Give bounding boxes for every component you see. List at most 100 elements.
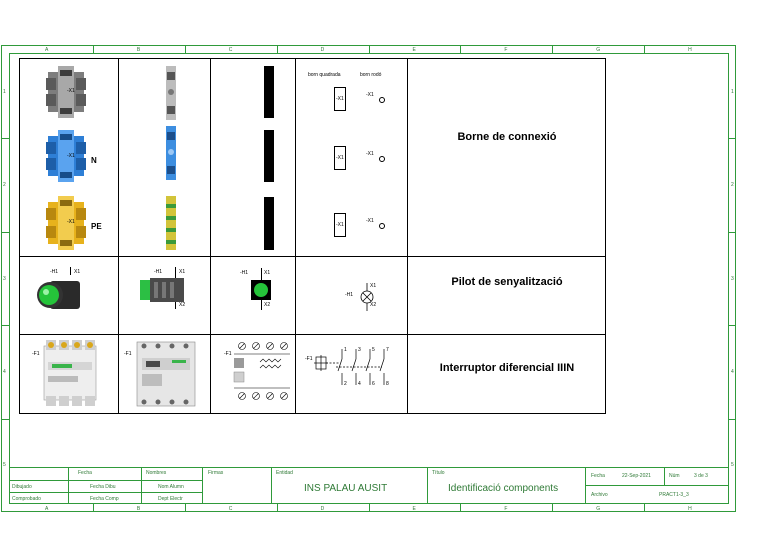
zone-row-label-left: 1 — [3, 88, 6, 95]
zone-column-label-bottom: B — [136, 506, 141, 512]
breaker-front-photo — [136, 340, 196, 408]
pilot-light-side-image — [140, 276, 188, 304]
neutral-label: N — [91, 156, 97, 165]
zone-column-label-top: G — [596, 47, 601, 53]
breaker-label: -F1 — [224, 351, 232, 357]
terminal-label: -X1 — [67, 153, 75, 159]
born-rodo-symbol — [379, 156, 385, 162]
tb-num-label: Núm — [669, 473, 680, 479]
protective-earth-label: PE — [91, 222, 102, 231]
born-quadrada-symbol — [334, 213, 346, 237]
pilot-wire — [70, 267, 71, 275]
zone-tick — [460, 45, 462, 53]
zone-tick — [1, 325, 9, 327]
tb-entidad-header: Entidad — [276, 470, 293, 476]
pilot-schematic-symbol — [359, 283, 375, 311]
zone-tick — [728, 138, 736, 140]
born-rodo-label: born rodó — [360, 72, 382, 78]
zone-row-label-left: 4 — [3, 368, 6, 375]
born-quadrada-symbol — [334, 146, 346, 170]
zone-column-label-bottom: A — [44, 506, 49, 512]
zone-column-label-bottom: H — [688, 506, 692, 512]
grid-line — [118, 58, 119, 414]
zone-column-label-top: B — [136, 47, 141, 53]
zone-tick — [1, 418, 9, 420]
group-title-pilot: Pilot de senyalització — [451, 276, 563, 288]
zone-tick — [644, 45, 646, 53]
zone-row-label-right: 3 — [731, 275, 734, 282]
terminal-label: -X1 — [366, 92, 374, 98]
born-rodo-symbol — [379, 223, 385, 229]
pilot-terminal-label: X2 — [370, 302, 377, 308]
tb-fecha-dibu: Fecha Dibu — [90, 484, 116, 490]
pilot-label: -H1 — [50, 269, 59, 275]
terminal-label: -X1 — [336, 155, 344, 161]
terminal-label: -X1 — [67, 219, 75, 225]
breaker-label: -F1 — [124, 351, 132, 357]
zone-tick — [368, 504, 370, 512]
tb-dibujado-label: Dibujado — [12, 484, 32, 490]
tb-archivo-label: Archivo — [591, 492, 608, 498]
tb-titulo-header: Título — [432, 470, 445, 476]
pilot-light-image — [34, 278, 84, 312]
zone-column-label-top: A — [44, 47, 49, 53]
zone-column-label-bottom: E — [412, 506, 416, 512]
tb-firmas-header: Firmas — [208, 470, 224, 476]
grey-terminal-image — [46, 66, 86, 118]
pin-number: 5 — [372, 347, 375, 353]
blue-terminal-image — [46, 130, 86, 182]
zone-tick — [92, 45, 94, 53]
component-table — [19, 58, 606, 414]
zone-tick — [1, 138, 9, 140]
terminal-label: -X1 — [336, 222, 344, 228]
zone-column-label-top: E — [412, 47, 416, 53]
tb-fecha2-label: Fecha — [591, 473, 605, 479]
blue-terminal-side-image — [164, 126, 178, 180]
zone-tick — [92, 504, 94, 512]
zone-column-label-top: C — [228, 47, 233, 53]
born-rodo-symbol — [379, 97, 385, 103]
terminal-symbol-bar — [264, 197, 274, 250]
zone-tick — [460, 504, 462, 512]
terminal-symbol-bar — [264, 130, 274, 182]
born-quadrada-label: born quadrada — [308, 72, 341, 78]
pilot-terminal-label: X1 — [74, 269, 81, 275]
tb-titulo-value: Identificació components — [448, 483, 559, 494]
tb-comprobado-label: Comprobado — [12, 496, 41, 502]
terminal-label: -X1 — [67, 88, 75, 94]
grid-line — [19, 334, 606, 335]
pin-number: 8 — [386, 381, 389, 387]
zone-column-label-bottom: G — [596, 506, 601, 512]
born-quadrada-symbol — [334, 87, 346, 111]
tb-dept-electr: Dept Electr — [158, 496, 183, 502]
zone-column-label-bottom: D — [320, 506, 325, 512]
zone-tick — [368, 45, 370, 53]
tb-num-value: 3 de 3 — [694, 473, 708, 479]
zone-tick — [276, 504, 278, 512]
breaker-label: -F1 — [305, 356, 313, 362]
zone-row-label-right: 1 — [731, 88, 734, 95]
zone-tick — [728, 325, 736, 327]
zone-tick — [552, 504, 554, 512]
terminal-symbol-bar — [264, 66, 274, 118]
zone-column-label-top: F — [504, 47, 508, 53]
pilot-label: -H1 — [345, 292, 354, 298]
pilot-terminal-label: X1 — [264, 270, 271, 276]
zone-column-label-top: H — [688, 47, 692, 53]
zone-row-label-right: 5 — [731, 462, 734, 469]
zone-tick — [184, 504, 186, 512]
grey-terminal-side-image — [164, 66, 178, 120]
pilot-symbol-block — [251, 280, 271, 300]
zone-tick — [728, 418, 736, 420]
grid-line — [19, 256, 606, 257]
yellow-terminal-side-image — [164, 196, 178, 250]
zone-tick — [184, 45, 186, 53]
pin-number: 2 — [344, 381, 347, 387]
tb-fecha2-value: 22-Sep-2021 — [622, 473, 651, 479]
zone-tick — [1, 231, 9, 233]
pilot-terminal-label: X2 — [179, 302, 186, 308]
terminal-label: -X1 — [366, 151, 374, 157]
tb-nom-alumn: Nom Alumn — [158, 484, 184, 490]
zone-row-label-left: 5 — [3, 462, 6, 469]
zone-column-label-bottom: F — [504, 506, 508, 512]
